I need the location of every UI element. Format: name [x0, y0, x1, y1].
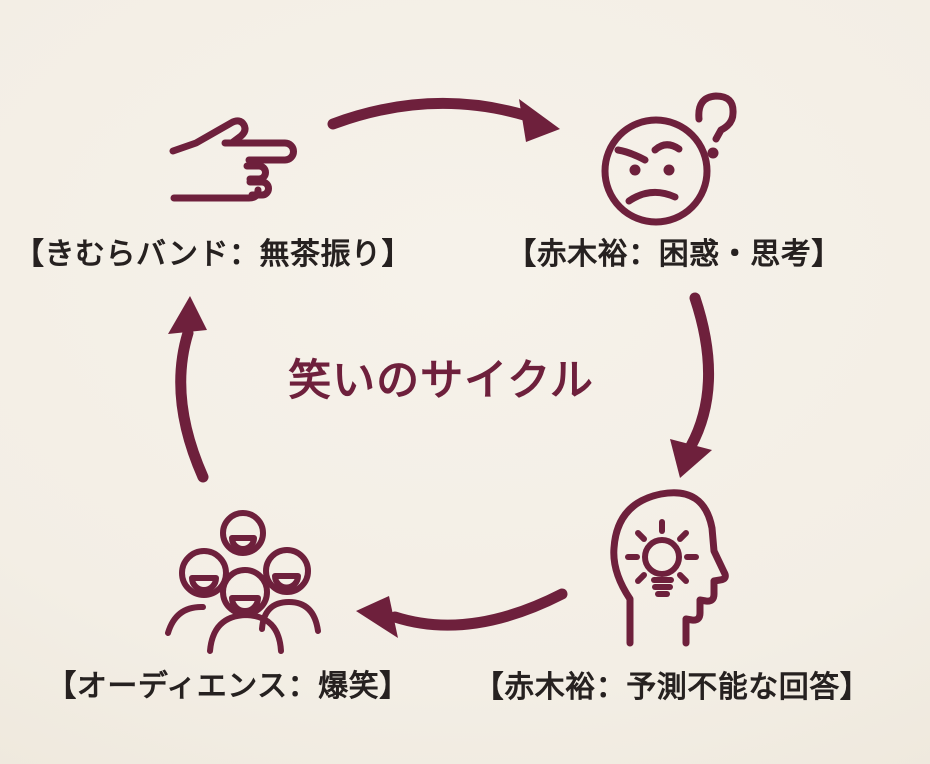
back-face — [220, 510, 266, 556]
idea-head-icon — [610, 489, 729, 647]
node-label-konwaku: 【赤木裕：困惑・思考】 — [506, 237, 842, 272]
left-shoulders — [165, 603, 206, 636]
raised-eyebrow — [651, 141, 683, 154]
confused-face-icon — [601, 92, 737, 226]
cycle-arrow-top-icon — [327, 97, 560, 142]
node-label-muchaburi: 【きむらバンド：無茶振り】 — [14, 237, 412, 272]
laughing-mouth — [229, 595, 261, 614]
front-face — [220, 567, 270, 617]
audience-laughing-icon — [165, 510, 321, 654]
diagram-title: 笑いのサイクル — [288, 356, 594, 406]
cycle-arrow-bottom-icon — [356, 588, 568, 638]
head-profile-outline — [610, 489, 729, 647]
laughing-mouth — [272, 573, 301, 591]
laughing-mouth — [229, 535, 257, 552]
question-mark-icon — [695, 92, 737, 159]
furrowed-eyebrow — [614, 146, 649, 164]
node-label-bakushou: 【オーディエンス：爆笑】 — [46, 669, 410, 704]
face-outline — [601, 116, 711, 226]
right-face — [263, 547, 311, 595]
left-face — [179, 548, 229, 598]
laughing-mouth — [189, 575, 219, 593]
frown-mouth — [625, 188, 679, 205]
cycle-arrow-left-icon — [168, 296, 209, 483]
right-eye — [663, 164, 675, 176]
pointing-hand-icon — [169, 117, 297, 202]
right-shoulders — [259, 599, 321, 634]
lightbulb-icon — [625, 519, 699, 597]
front-shoulders — [207, 612, 284, 654]
node-label-kaitou: 【赤木裕：予測不能な回答】 — [473, 670, 871, 705]
left-eye — [629, 164, 641, 176]
cycle-arrow-right-icon — [670, 292, 715, 478]
